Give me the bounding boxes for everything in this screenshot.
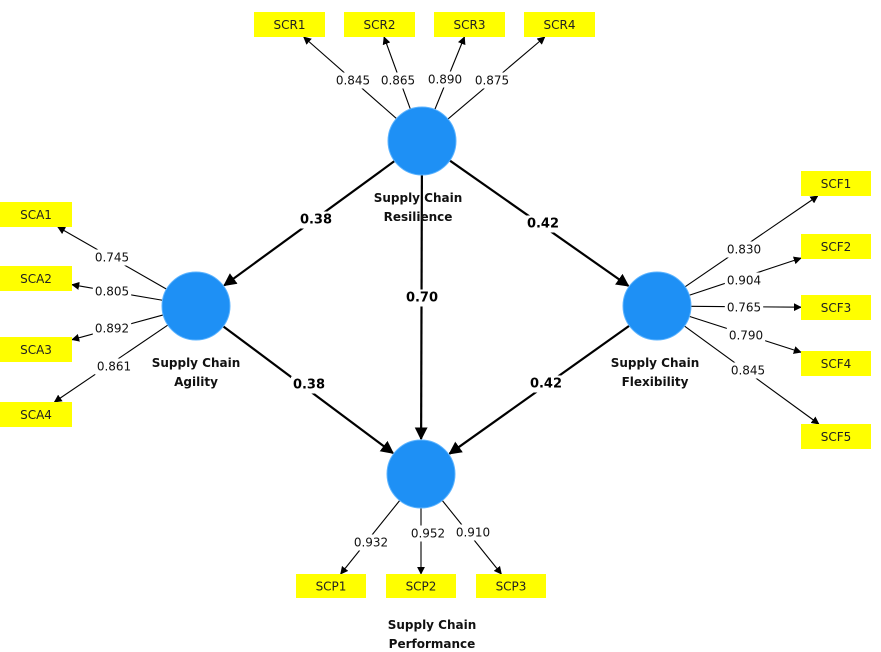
loading-arrow-SCF1 bbox=[684, 195, 819, 288]
path-coefficient-bg bbox=[297, 211, 335, 229]
construct-name-line2: Agility bbox=[174, 375, 218, 389]
indicator-box-SCF2[interactable] bbox=[801, 234, 871, 259]
indicator-box-SCF4[interactable] bbox=[801, 351, 871, 376]
indicator-box-SCA4[interactable] bbox=[0, 402, 72, 427]
construct-name-line1: Supply Chain bbox=[152, 356, 241, 370]
path-arrow-SCR-SCP bbox=[414, 174, 428, 441]
indicator-box-SCP1[interactable] bbox=[296, 574, 366, 598]
loading-value: 0.892 bbox=[95, 322, 129, 336]
indicator-label: SCF4 bbox=[821, 357, 852, 371]
path-coefficient: 0.42 bbox=[530, 377, 562, 392]
indicator-box-SCP3[interactable] bbox=[476, 574, 546, 598]
loading-value-bg bbox=[724, 299, 764, 316]
indicator-label: SCA3 bbox=[20, 343, 52, 357]
construct-name-line1: Supply Chain bbox=[611, 356, 700, 370]
loading-value: 0.765 bbox=[727, 301, 761, 315]
construct-node-SCF[interactable] bbox=[622, 271, 692, 341]
construct-node-SCR[interactable] bbox=[387, 106, 457, 176]
loading-value-bg bbox=[472, 72, 512, 89]
construct-name-line1: Supply Chain bbox=[374, 191, 463, 205]
loading-value-bg bbox=[92, 249, 132, 266]
construct-name-line1: Supply Chain bbox=[388, 618, 477, 632]
path-coefficient-bg bbox=[290, 376, 328, 394]
path-coefficient-bg bbox=[527, 375, 565, 393]
loading-value-bg bbox=[724, 241, 764, 258]
indicator-box-SCF1[interactable] bbox=[801, 171, 871, 196]
indicator-label: SCF1 bbox=[821, 177, 852, 191]
indicator-label: SCF2 bbox=[821, 240, 852, 254]
loading-value-bg bbox=[92, 320, 132, 337]
indicator-label: SCA2 bbox=[20, 272, 52, 286]
loading-value: 0.952 bbox=[411, 527, 445, 541]
construct-name-line2: Flexibility bbox=[622, 375, 689, 389]
loading-value-bg bbox=[351, 534, 391, 551]
indicator-label: SCR4 bbox=[544, 18, 576, 32]
path-coefficient-bg bbox=[524, 215, 562, 233]
loading-value: 0.890 bbox=[428, 73, 462, 87]
indicator-label: SCP3 bbox=[496, 580, 527, 594]
loading-value: 0.932 bbox=[354, 536, 388, 550]
loading-value: 0.875 bbox=[475, 74, 509, 88]
loading-value-bg bbox=[94, 358, 134, 375]
loading-value: 0.845 bbox=[731, 364, 765, 378]
loading-value-bg bbox=[724, 272, 764, 289]
indicator-label: SCF3 bbox=[821, 301, 852, 315]
indicator-box-SCA2[interactable] bbox=[0, 266, 72, 291]
indicator-box-SCR1[interactable] bbox=[254, 12, 325, 37]
loading-value-bg bbox=[408, 525, 448, 542]
loading-value-bg bbox=[92, 283, 132, 300]
indicator-label: SCR1 bbox=[274, 18, 306, 32]
indicator-box-SCR2[interactable] bbox=[344, 12, 415, 37]
indicator-box-SCA3[interactable] bbox=[0, 337, 72, 362]
loading-value-bg bbox=[726, 327, 766, 344]
construct-node-SCA[interactable] bbox=[161, 271, 231, 341]
indicator-label: SCP1 bbox=[316, 580, 347, 594]
loading-value: 0.861 bbox=[97, 360, 131, 374]
loading-value-bg bbox=[425, 71, 465, 88]
loading-value-bg bbox=[453, 524, 493, 541]
loading-value-bg bbox=[378, 72, 418, 89]
path-coefficient: 0.70 bbox=[406, 291, 438, 306]
loading-value: 0.845 bbox=[336, 74, 370, 88]
indicator-box-SCF3[interactable] bbox=[801, 295, 871, 320]
indicator-box-SCP2[interactable] bbox=[386, 574, 456, 598]
path-coefficient-bg bbox=[403, 289, 441, 307]
indicator-label: SCF5 bbox=[821, 430, 852, 444]
construct-name-line2: Resilience bbox=[384, 210, 453, 224]
path-coefficient: 0.42 bbox=[527, 217, 559, 232]
loading-value: 0.830 bbox=[727, 243, 761, 257]
loading-value: 0.805 bbox=[95, 285, 129, 299]
loading-value: 0.904 bbox=[727, 274, 761, 288]
indicator-label: SCA1 bbox=[20, 208, 52, 222]
indicator-box-SCR3[interactable] bbox=[434, 12, 505, 37]
indicator-box-SCA1[interactable] bbox=[0, 202, 72, 227]
indicator-label: SCP2 bbox=[406, 580, 437, 594]
indicator-label: SCR3 bbox=[454, 18, 486, 32]
construct-node-SCP[interactable] bbox=[386, 439, 456, 509]
loading-value: 0.790 bbox=[729, 329, 763, 343]
loading-value: 0.865 bbox=[381, 74, 415, 88]
indicator-label: SCA4 bbox=[20, 408, 52, 422]
loading-value: 0.910 bbox=[456, 526, 490, 540]
loading-value-bg bbox=[728, 362, 768, 379]
indicator-label: SCR2 bbox=[364, 18, 396, 32]
path-coefficient: 0.38 bbox=[300, 213, 332, 228]
loading-value: 0.745 bbox=[95, 251, 129, 265]
loading-value-bg bbox=[333, 72, 373, 89]
indicator-box-SCF5[interactable] bbox=[801, 424, 871, 449]
indicator-box-SCR4[interactable] bbox=[524, 12, 595, 37]
path-coefficient: 0.38 bbox=[293, 378, 325, 393]
construct-name-line2: Performance bbox=[389, 637, 476, 651]
